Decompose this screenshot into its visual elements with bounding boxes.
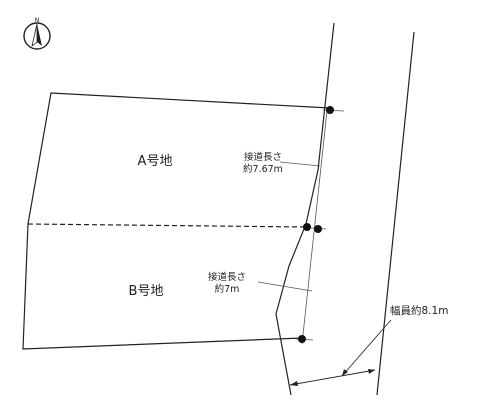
boundary-marker bbox=[303, 223, 311, 231]
frontage-a-pointer bbox=[279, 161, 321, 167]
north-label: N bbox=[35, 17, 40, 24]
boundary-marker bbox=[298, 335, 306, 343]
lot-a-label: A号地 bbox=[138, 154, 173, 169]
lot-a-boundary bbox=[27, 92, 331, 225]
north-compass-icon: N bbox=[23, 17, 51, 50]
frontage-b-label-line2: 約7m bbox=[215, 283, 240, 295]
boundary-marker bbox=[326, 106, 334, 114]
frontage-b-pointer bbox=[257, 281, 313, 292]
leader-arrowhead bbox=[342, 369, 348, 376]
road-width-dimension bbox=[289, 369, 376, 386]
road-width-label: 幅員約8.1m bbox=[390, 304, 448, 317]
road-width-leader bbox=[341, 319, 392, 377]
frontage-a-label-line2: 約7.67m bbox=[243, 163, 283, 175]
frontage-a-label-line1: 接道長さ bbox=[244, 151, 282, 163]
lot-divider-dashed bbox=[27, 223, 307, 228]
arrowhead-right bbox=[368, 369, 375, 374]
road-edge-right bbox=[376, 31, 415, 396]
arrowhead-left bbox=[290, 381, 298, 386]
frontage-b-label-line1: 接道長さ bbox=[208, 271, 246, 283]
lot-b-boundary bbox=[22, 223, 303, 350]
lot-b-label: B号地 bbox=[129, 284, 164, 299]
road-edge-left bbox=[275, 22, 335, 396]
boundary-marker bbox=[314, 225, 322, 233]
